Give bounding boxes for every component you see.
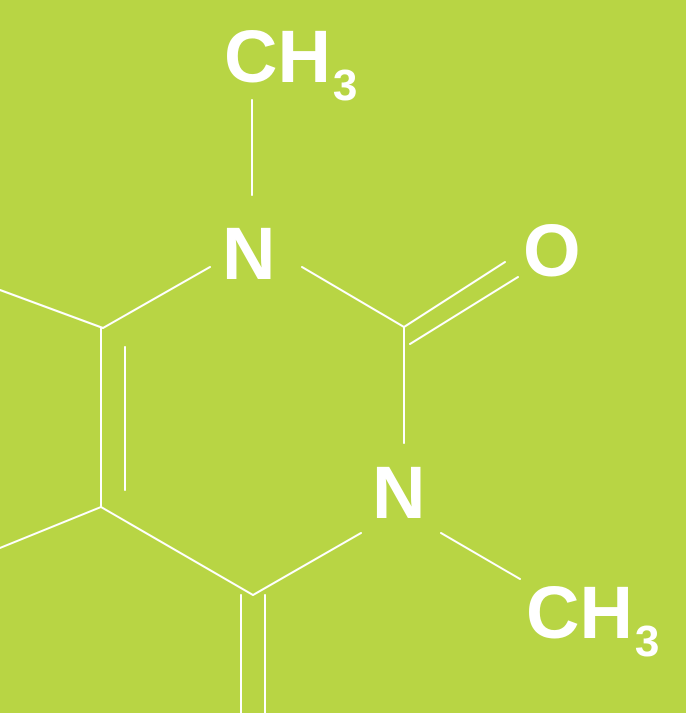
atom-n1: N: [222, 217, 275, 291]
atom-ch3-right: CH3: [526, 576, 659, 664]
atom-n3-symbol: N: [372, 451, 426, 534]
atom-n3: N: [372, 456, 425, 530]
atom-o: O: [523, 214, 581, 288]
atom-ch3-top: CH3: [224, 20, 357, 108]
bond-n1-c6: [102, 266, 211, 329]
bond-n1-c2: [301, 266, 405, 328]
atom-ch3-top-symbol: CH: [224, 15, 331, 98]
bond-c5-left: [0, 506, 102, 549]
atom-ch3-top-subscript: 3: [332, 61, 358, 111]
bond-c2-o-inner: [409, 276, 519, 345]
atom-o-symbol: O: [523, 209, 581, 292]
bond-n3-c4: [252, 532, 362, 596]
atom-n1-symbol: N: [222, 212, 276, 295]
bond-n3-ch3: [440, 532, 521, 580]
atom-ch3-right-subscript: 3: [634, 617, 660, 667]
bond-c4-c5: [100, 506, 254, 596]
bond-c2-o-outer: [403, 261, 506, 328]
atom-ch3-right-symbol: CH: [526, 571, 633, 654]
bond-c6-left: [0, 289, 104, 329]
